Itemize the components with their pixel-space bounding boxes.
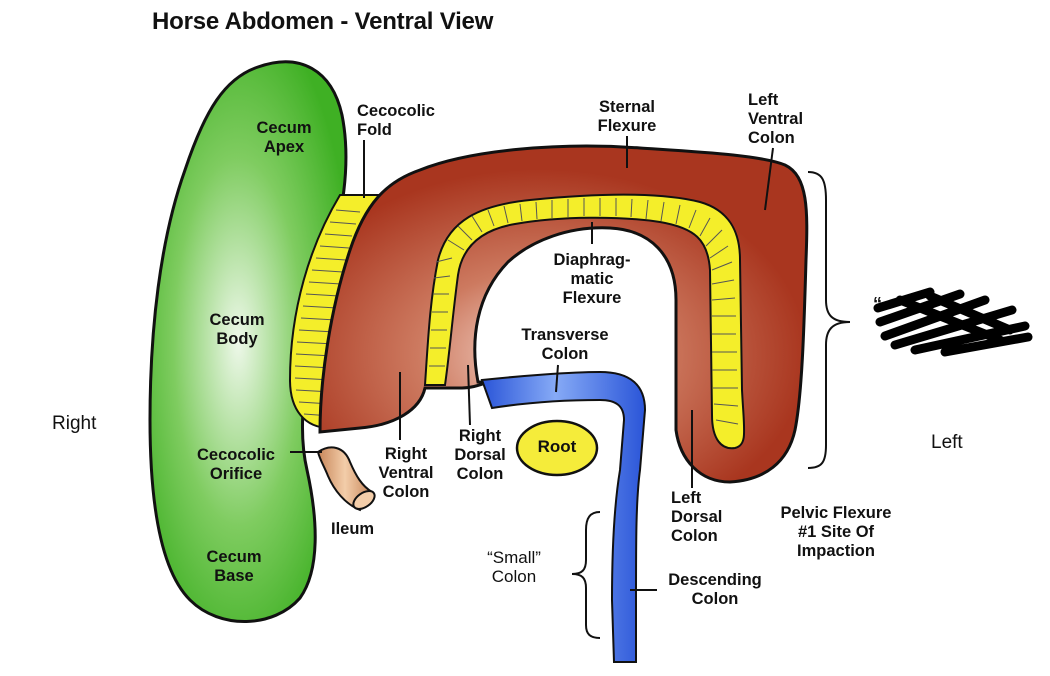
cecocolic-fold-line1: Cecocolic <box>357 102 435 120</box>
descending-colon-line2: Colon <box>691 590 739 608</box>
cecum-apex-line1: Cecum <box>256 119 312 137</box>
colon-fold-band <box>423 193 746 450</box>
right-dorsal-colon-line1: Right <box>458 427 502 445</box>
ileum-opening <box>352 490 376 510</box>
descending-colon-line1: Descending <box>668 571 762 589</box>
colon-fold-hatching <box>429 198 739 425</box>
transverse-colon-line1: Transverse <box>521 326 609 344</box>
left-dorsal-colon-line1: Left <box>671 489 702 507</box>
pelvic-flexure-line1: Pelvic Flexure <box>780 504 892 522</box>
cecocolic-fold-label: Cecocolic Fold <box>357 102 435 140</box>
right-ventral-colon-line1: Right <box>384 445 428 463</box>
cecum-apex-label: Cecum Apex <box>240 119 328 157</box>
small-colon-brace <box>571 511 601 639</box>
right-side-label: Right <box>52 413 97 434</box>
cecum-shape <box>148 60 348 623</box>
right-ventral-colon-label: Right Ventral Colon <box>366 445 446 502</box>
cecum-body-line1: Cecum <box>209 311 265 329</box>
redacted-quote-mark: “ <box>873 294 882 314</box>
left-dorsal-colon-label: Left Dorsal Colon <box>671 489 722 546</box>
descending-colon-label: Descending Colon <box>656 571 774 609</box>
small-colon-line2: Colon <box>491 567 537 586</box>
root-label: Root <box>537 437 577 456</box>
left-dorsal-colon-line2: Dorsal <box>671 508 723 526</box>
cecum-base-label: Cecum Base <box>190 548 278 586</box>
ileum-label: Ileum <box>331 520 375 538</box>
cecum-body-line2: Body <box>216 330 258 348</box>
cecocolic-fold-line2: Fold <box>357 121 392 139</box>
page-title: Horse Abdomen - Ventral View <box>152 8 494 35</box>
diaphragmatic-flexure-line1: Diaphrag- <box>553 251 631 269</box>
right-ventral-colon-line3: Colon <box>382 483 430 501</box>
left-ventral-colon-label: Left Ventral Colon <box>748 91 803 148</box>
sternal-flexure-line2: Flexure <box>597 117 657 135</box>
right-dorsal-colon-line2: Dorsal <box>454 446 506 464</box>
right-dorsal-colon-label: Right Dorsal Colon <box>442 427 518 484</box>
cecocolic-orifice-line2: Orifice <box>209 465 263 483</box>
pelvic-flexure-label: Pelvic Flexure #1 Site Of Impaction <box>762 504 910 561</box>
left-side-label: Left <box>931 432 963 453</box>
sternal-flexure-label: Sternal Flexure <box>582 98 672 136</box>
leader-lines <box>290 136 774 591</box>
small-colon-label: “Small” Colon <box>468 548 560 586</box>
left-dorsal-colon-line3: Colon <box>671 527 718 545</box>
pelvic-flexure-line3: Impaction <box>797 542 875 560</box>
small-colon-shape <box>480 370 647 663</box>
cecum-body-label: Cecum Body <box>193 311 281 349</box>
diaphragmatic-flexure-line3: Flexure <box>562 289 622 307</box>
cecocolic-orifice-label: Cecocolic Orifice <box>186 446 286 484</box>
cecocolic-orifice-line1: Cecocolic <box>197 446 275 464</box>
pelvic-flexure-line2: #1 Site Of <box>797 523 875 541</box>
cecum-base-line2: Base <box>214 567 254 585</box>
transverse-colon-label: Transverse Colon <box>515 326 615 364</box>
left-ventral-colon-line3: Colon <box>748 129 795 147</box>
sternal-flexure-line1: Sternal <box>599 98 655 116</box>
left-ventral-colon-line2: Ventral <box>748 110 804 128</box>
right-dorsal-colon-line3: Colon <box>456 465 504 483</box>
cecum-apex-line2: Apex <box>263 138 305 156</box>
small-colon-line1: “Small” <box>487 548 541 567</box>
right-ventral-colon-line2: Ventral <box>378 464 434 482</box>
cecum-base-line1: Cecum <box>206 548 262 566</box>
diaphragmatic-flexure-label: Diaphrag- matic Flexure <box>540 251 644 308</box>
left-ventral-colon-line1: Left <box>748 91 779 109</box>
transverse-colon-line2: Colon <box>541 345 589 363</box>
scribble-redaction <box>873 287 1033 357</box>
root-shape <box>515 419 599 477</box>
left-colon-brace <box>807 171 851 469</box>
diaphragmatic-flexure-line2: matic <box>570 270 614 288</box>
